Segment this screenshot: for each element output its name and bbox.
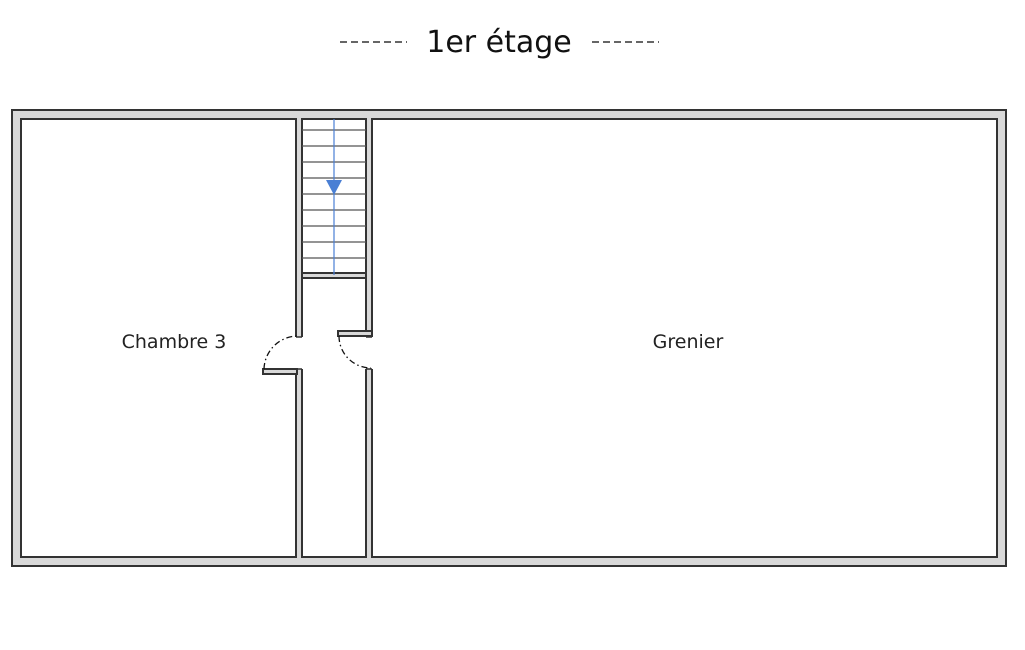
arrow-down-icon [326, 180, 342, 195]
door-leaf-right [337, 330, 373, 337]
outer-walls [11, 109, 1007, 567]
floor-title: 1er étage [340, 25, 659, 60]
floor-title-text: 1er étage [426, 25, 572, 60]
room-label-grenier: Grenier [653, 331, 724, 353]
door-swing-right [338, 335, 372, 369]
room-label-chambre-3: Chambre 3 [122, 331, 227, 353]
staircase [301, 119, 367, 279]
door-leaf-left [262, 368, 298, 375]
door-opening-left [295, 337, 303, 369]
door-swing-left [263, 335, 298, 370]
door-opening-right [365, 337, 373, 369]
